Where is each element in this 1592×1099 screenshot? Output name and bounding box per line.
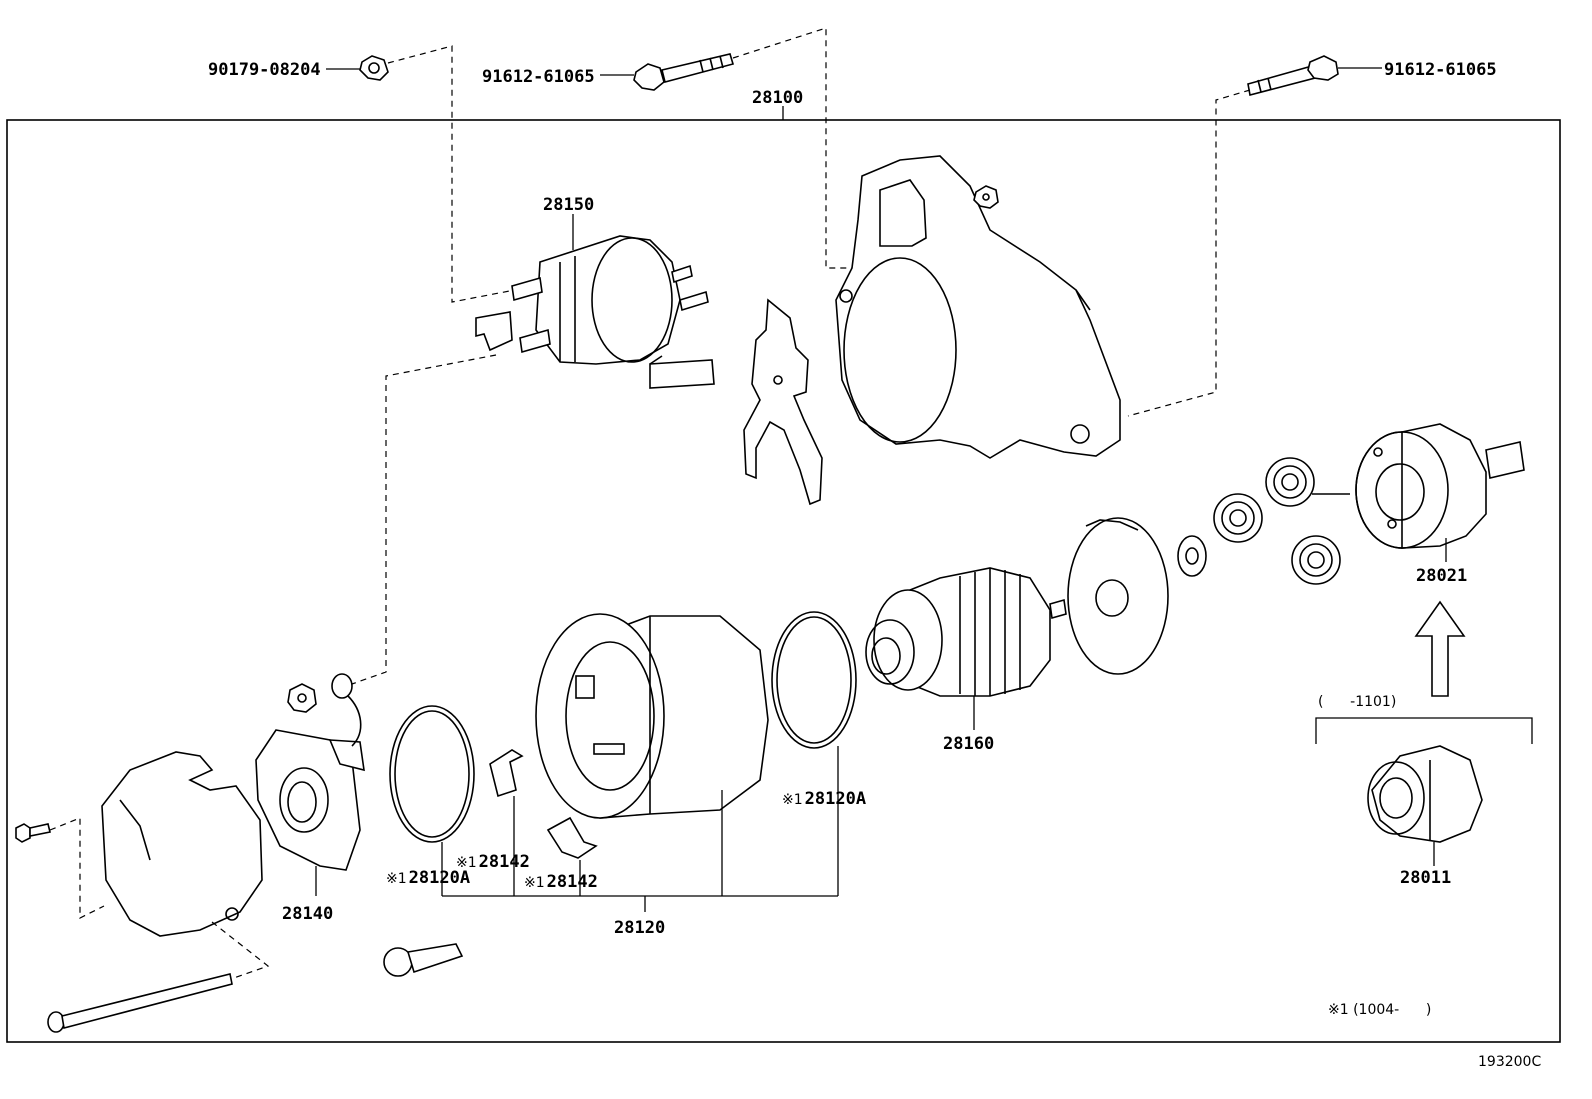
screw-icon [15, 823, 51, 843]
label-28021: 28021 [1416, 566, 1467, 586]
range-note: ( -1101) [1318, 694, 1396, 710]
yoke-28120-icon [535, 613, 769, 819]
o-ring-28120A-right-icon [771, 611, 857, 749]
bolt-91612-right-icon [1247, 55, 1339, 96]
spring-28142-upper-icon [489, 749, 524, 798]
label-90179-08204: 90179-08204 [208, 60, 321, 80]
planetary-gear-1-icon [1265, 457, 1315, 507]
label-28150: 28150 [543, 195, 594, 215]
terminal-lead-icon [331, 673, 362, 747]
figure-code: 193200C [1478, 1054, 1541, 1070]
housing-nut-icon [973, 185, 999, 209]
up-arrow-icon [1414, 600, 1466, 697]
planetary-gear-3-icon [1291, 535, 1341, 585]
label-28120: 28120 [614, 918, 665, 938]
brush-holder-28140-icon [255, 729, 365, 871]
shift-lever-icon [743, 298, 823, 506]
label-91612-61065-left: 91612-61065 [482, 67, 595, 87]
washer-icon [1177, 535, 1207, 577]
nut-90179-icon [359, 55, 389, 81]
armature-28160-icon [865, 567, 1067, 697]
planetary-gear-2-icon [1213, 493, 1263, 543]
label-28011: 28011 [1400, 868, 1451, 888]
starter-clutch-28021-icon [1312, 423, 1525, 549]
footnote: ※1 (1004- ) [1328, 1002, 1431, 1018]
label-28160: 28160 [943, 734, 994, 754]
terminal-nut-icon [287, 683, 317, 713]
end-frame-icon [101, 751, 263, 937]
center-plate-icon [1067, 517, 1169, 675]
spring-28142-lower-icon [546, 816, 598, 859]
label-28100: 28100 [752, 88, 803, 108]
bolt-91612-left-icon [633, 53, 735, 91]
solenoid-28150-icon [475, 235, 715, 389]
drive-housing-icon [835, 155, 1121, 459]
through-bolt-icon [47, 973, 233, 1033]
o-ring-28120A-left-icon [389, 705, 475, 843]
label-28140: 28140 [282, 904, 333, 924]
label-91612-61065-right: 91612-61065 [1384, 60, 1497, 80]
ground-cable-icon [383, 943, 464, 977]
starter-clutch-28011-icon [1367, 745, 1483, 843]
